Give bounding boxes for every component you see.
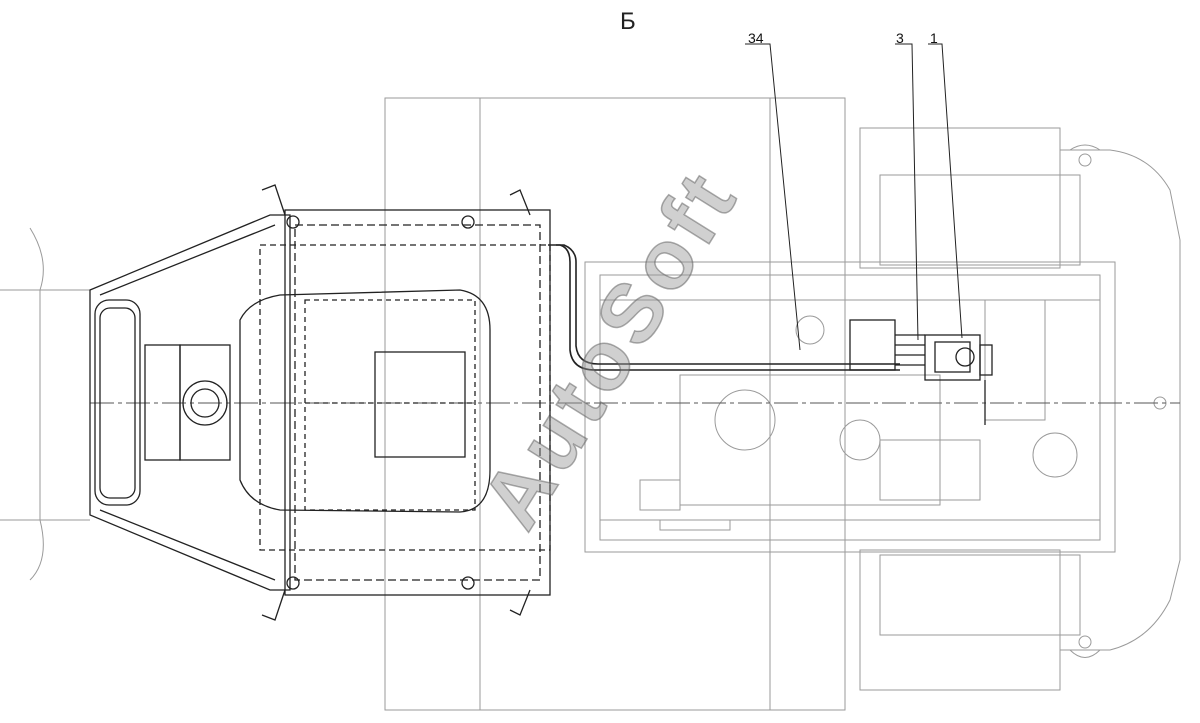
steering-wheel-icon xyxy=(182,380,228,426)
roof-hatch xyxy=(239,289,491,513)
callout-3: 3 xyxy=(896,30,904,46)
callout-1: 1 xyxy=(930,30,938,46)
unit-3 xyxy=(895,334,925,366)
front-window xyxy=(94,299,141,506)
chassis-outline xyxy=(584,261,1116,553)
callout-34: 34 xyxy=(748,30,764,46)
background-frame xyxy=(384,97,846,711)
upper-right-block xyxy=(879,174,1081,266)
mirror-left-bottom xyxy=(261,589,286,621)
view-label: Б xyxy=(620,8,636,35)
lower-right-block xyxy=(879,554,1081,636)
sunroof xyxy=(374,351,466,458)
cab-outline xyxy=(89,214,291,591)
cab-body xyxy=(284,209,551,596)
hose-34 xyxy=(548,244,900,371)
mirror-left-top xyxy=(261,184,286,216)
